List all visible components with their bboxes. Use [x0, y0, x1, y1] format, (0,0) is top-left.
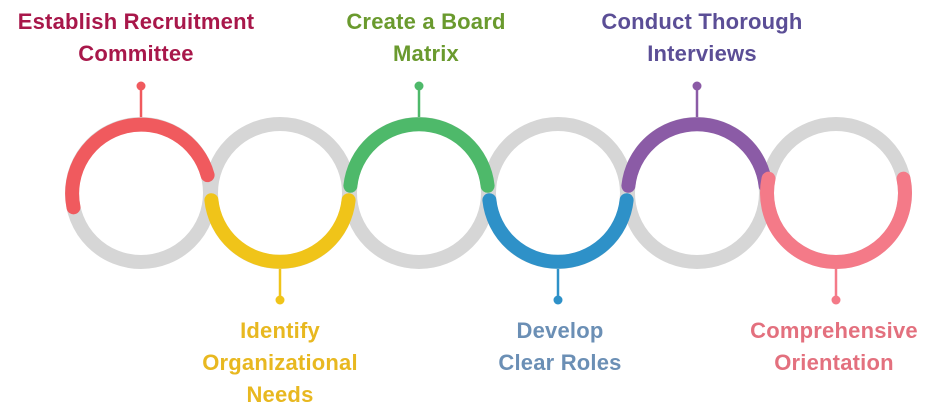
step-6-arc — [760, 171, 912, 270]
step-3-label: Create a Board Matrix — [310, 6, 542, 70]
step-3-connector-dot — [414, 81, 424, 91]
step-6-connector-dot — [831, 295, 841, 305]
step-2-connector-dot — [275, 295, 285, 305]
step-2-arc — [204, 193, 356, 269]
step-1-connector-dot — [136, 81, 146, 91]
step-4-label: Develop Clear Roles — [440, 315, 680, 379]
step-2-line-3: Needs — [246, 382, 314, 407]
step-3-line-1: Create a Board — [346, 9, 506, 34]
step-1-label: Establish Recruitment Committee — [0, 6, 272, 70]
step-5-arc — [621, 117, 773, 193]
step-6-line-1: Comprehensive — [750, 318, 918, 343]
step-6-label: Comprehensive Orientation — [712, 315, 935, 379]
step-5-line-2: Interviews — [647, 41, 757, 66]
step-3-arc — [343, 117, 495, 193]
step-4-connector-dot — [553, 295, 563, 305]
step-4-line-2: Clear Roles — [498, 350, 622, 375]
step-5-line-1: Conduct Thorough — [601, 9, 803, 34]
step-1-line-1: Establish Recruitment — [17, 9, 255, 34]
arc-layer — [65, 117, 912, 270]
step-5-label: Conduct Thorough Interviews — [560, 6, 844, 70]
step-6-line-2: Orientation — [774, 350, 894, 375]
connector-layer — [136, 81, 841, 305]
step-1-arc — [65, 117, 215, 215]
step-2-line-2: Organizational — [202, 350, 358, 375]
step-2-label: Identify Organizational Needs — [160, 315, 400, 411]
step-4-line-1: Develop — [516, 318, 604, 343]
step-3-line-2: Matrix — [393, 41, 459, 66]
step-4-arc — [482, 193, 634, 269]
step-1-line-2: Committee — [78, 41, 194, 66]
step-5-connector-dot — [692, 81, 702, 91]
step-2-line-1: Identify — [240, 318, 320, 343]
